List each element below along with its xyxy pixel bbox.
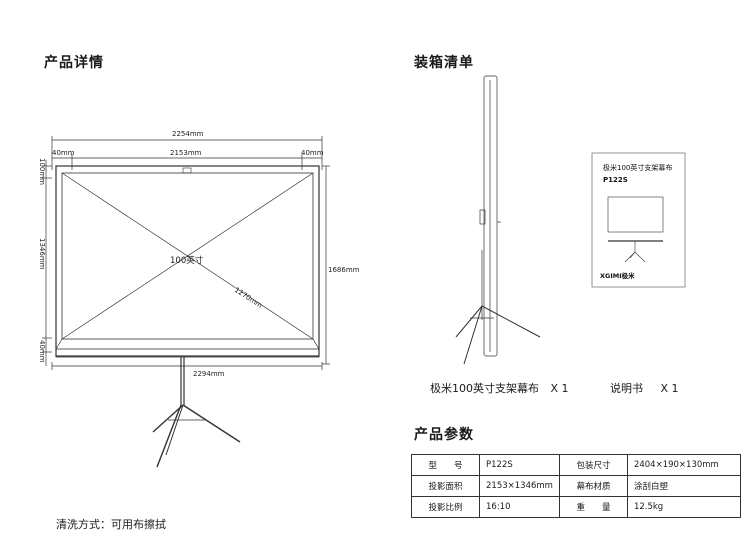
table-row: 投影面积 2153×1346mm 幕布材质 涂刮白塑 [411,475,741,497]
dim-total-width: 2254mm [172,130,204,138]
box-card-title: 极米100英寸支架幕布 [603,163,672,172]
spec-value: 涂刮白塑 [626,475,741,497]
spec-value: P122S [479,454,560,476]
dim-right-margin: 40mm [301,149,324,157]
cleaning-note: 清洗方式：可用布擦拭 [56,518,166,531]
packing-item-manual: 说明书 X 1 [610,380,679,396]
spec-label: 投影面积 [411,475,480,497]
spec-label: 重 量 [558,496,628,518]
packing-item-name: 说明书 [610,382,643,395]
details-title: 产品详情 [44,55,104,71]
dim-base-width: 2294mm [193,370,225,378]
packing-title: 装箱清单 [414,55,474,71]
dim-total-height: 1686mm [328,266,360,274]
box-card-model: P122S [603,176,628,184]
dim-left-margin: 40mm [52,149,75,157]
dim-top-margin: 100mm [38,158,46,185]
spec-value: 2153×1346mm [479,475,560,497]
spec-label: 型 号 [411,454,480,476]
box-card-brand: XGIMI极米 [600,271,635,280]
params-title: 产品参数 [414,427,474,443]
spec-value: 12.5kg [626,496,741,518]
spec-label: 投影比例 [411,496,480,518]
table-row: 投影比例 16:10 重 量 12.5kg [411,496,741,518]
dim-screen-height: 1346mm [38,238,46,270]
spec-value: 2404×190×130mm [626,454,741,476]
dim-screen-width: 2153mm [170,149,202,157]
packing-item-screen: 极米100英寸支架幕布 X 1 [430,380,569,396]
packing-item-name: 极米100英寸支架幕布 [430,382,539,395]
spec-label: 包装尺寸 [558,454,628,476]
packing-item-qty: X 1 [550,382,569,395]
specs-table: 型 号 P122S 包装尺寸 2404×190×130mm 投影面积 2153×… [411,454,741,518]
spec-label: 幕布材质 [558,475,628,497]
packing-item-qty: X 1 [660,382,679,395]
table-row: 型 号 P122S 包装尺寸 2404×190×130mm [411,454,741,476]
dim-bottom-margin: 40mm [38,340,46,363]
spec-value: 16:10 [479,496,560,518]
diagonal-inch-label: 100英寸 [170,255,204,266]
